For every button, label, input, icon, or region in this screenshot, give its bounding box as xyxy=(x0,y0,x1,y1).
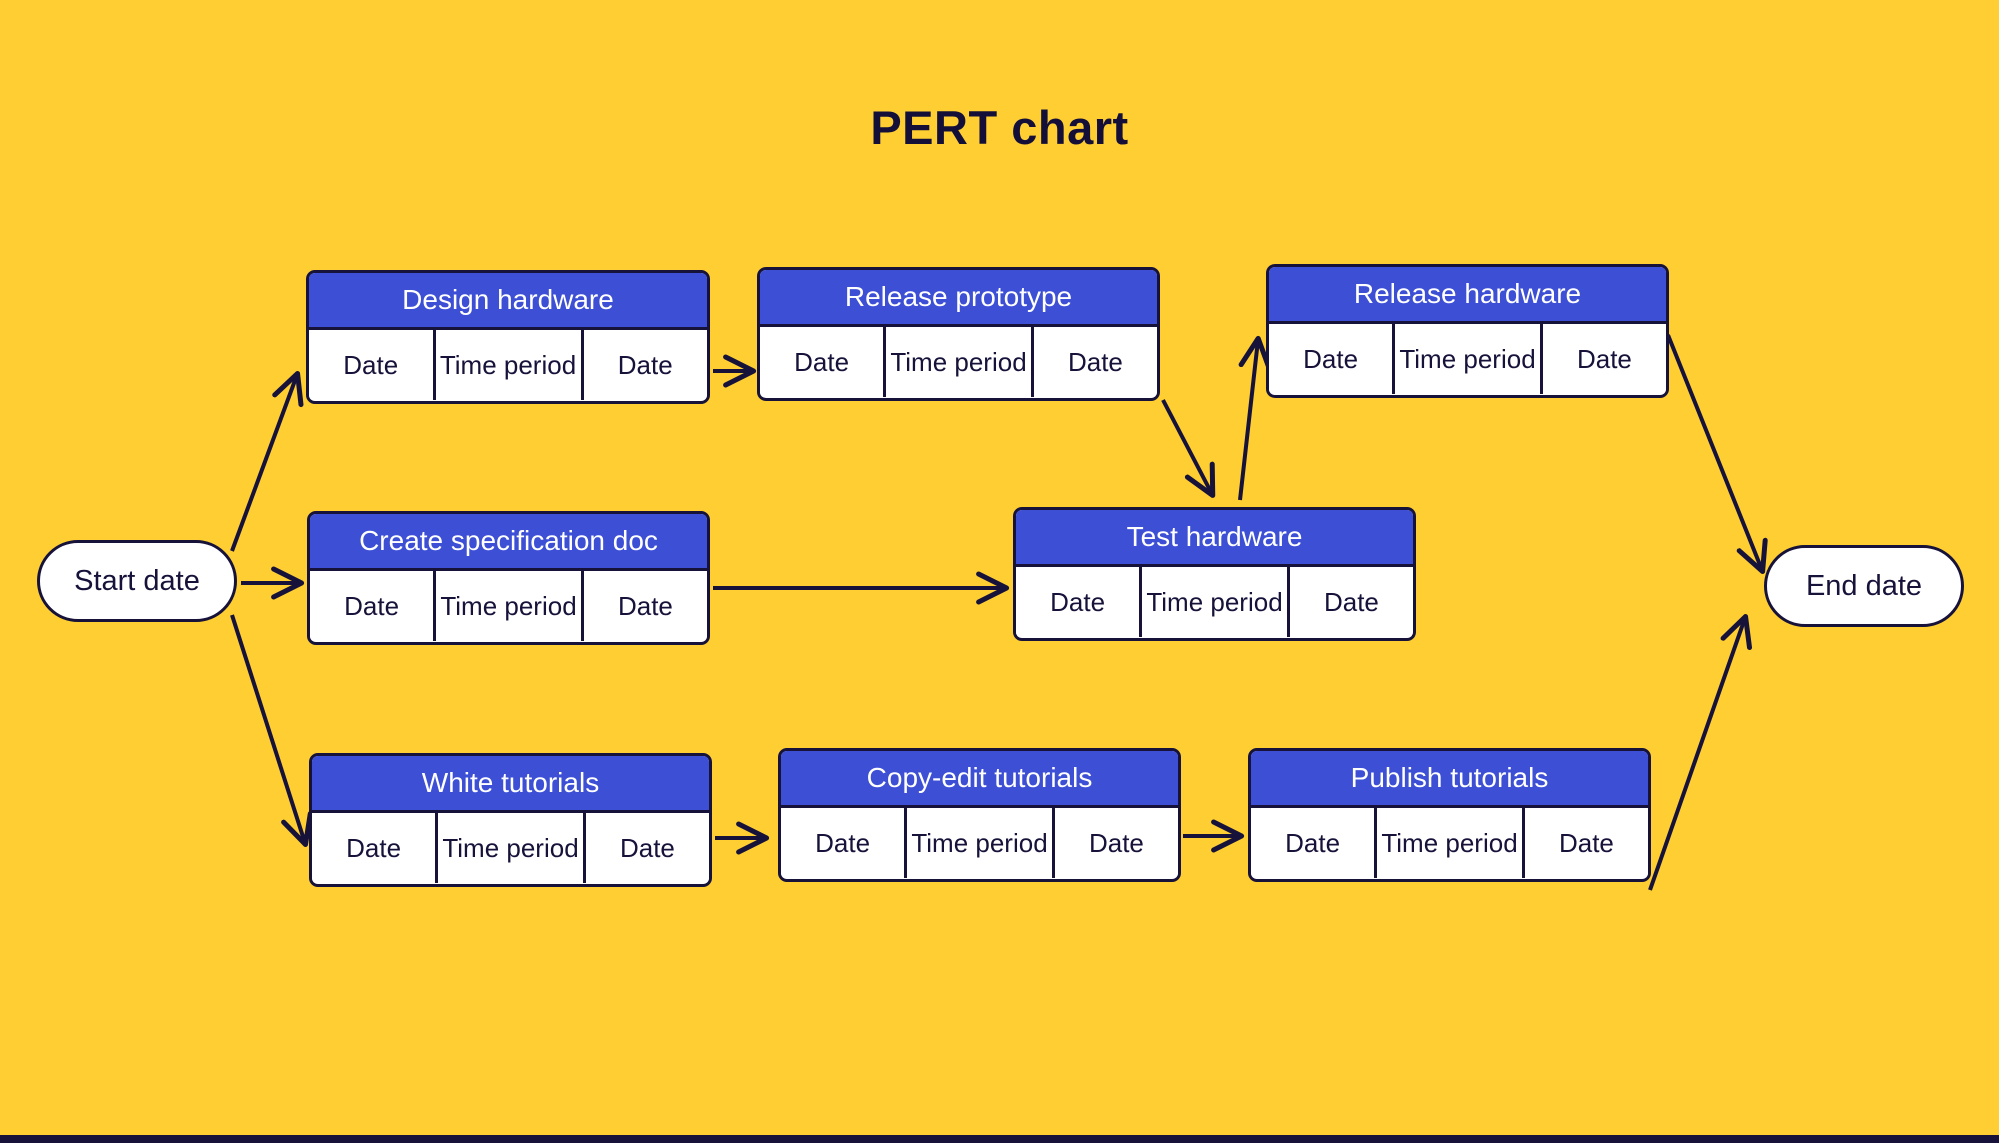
node-publish-tutorials[interactable]: Publish tutorials Date Time period Date xyxy=(1248,748,1651,882)
edge-release-prototype-to-test-hardware xyxy=(1161,399,1212,494)
bottom-border-strip xyxy=(0,1135,1999,1143)
node-create-specification-doc-cells: Date Time period Date xyxy=(310,571,707,641)
node-white-tutorials[interactable]: White tutorials Date Time period Date xyxy=(309,753,712,887)
cell-time-period: Time period xyxy=(438,813,586,883)
cell-end-date: Date xyxy=(1542,324,1666,394)
cell-start-date: Date xyxy=(1269,324,1396,394)
node-design-hardware-cells: Date Time period Date xyxy=(309,330,707,400)
node-publish-tutorials-header: Publish tutorials xyxy=(1251,751,1648,808)
cell-time-period: Time period xyxy=(1377,808,1525,878)
cell-start-date: Date xyxy=(1251,808,1378,878)
node-start-date[interactable]: Start date xyxy=(37,540,237,622)
node-create-specification-doc[interactable]: Create specification doc Date Time perio… xyxy=(307,511,710,645)
cell-end-date: Date xyxy=(1033,327,1157,397)
cell-start-date: Date xyxy=(1016,567,1143,637)
cell-time-period: Time period xyxy=(907,808,1055,878)
node-copy-edit-tutorials-cells: Date Time period Date xyxy=(781,808,1178,878)
node-test-hardware[interactable]: Test hardware Date Time period Date xyxy=(1013,507,1416,641)
cell-time-period: Time period xyxy=(1395,324,1543,394)
cell-start-date: Date xyxy=(309,330,436,400)
cell-start-date: Date xyxy=(312,813,439,883)
node-copy-edit-tutorials[interactable]: Copy-edit tutorials Date Time period Dat… xyxy=(778,748,1181,882)
node-design-hardware[interactable]: Design hardware Date Time period Date xyxy=(306,270,710,404)
edge-start-to-design-hardware xyxy=(230,375,297,552)
node-test-hardware-header: Test hardware xyxy=(1016,510,1413,567)
cell-time-period: Time period xyxy=(435,330,584,400)
node-release-prototype-header: Release prototype xyxy=(760,270,1157,327)
cell-time-period: Time period xyxy=(436,571,584,641)
cell-end-date: Date xyxy=(1289,567,1413,637)
node-release-hardware-header: Release hardware xyxy=(1269,267,1666,324)
cell-end-date: Date xyxy=(1524,808,1648,878)
edge-release-hardware-to-end-date xyxy=(1666,334,1762,570)
cell-time-period: Time period xyxy=(1142,567,1290,637)
node-end-date[interactable]: End date xyxy=(1764,545,1964,627)
node-copy-edit-tutorials-header: Copy-edit tutorials xyxy=(781,751,1178,808)
node-release-hardware[interactable]: Release hardware Date Time period Date xyxy=(1266,264,1669,398)
cell-start-date: Date xyxy=(760,327,887,397)
page-title: PERT chart xyxy=(870,101,1129,154)
node-release-prototype-cells: Date Time period Date xyxy=(760,327,1157,397)
cell-time-period: Time period xyxy=(886,327,1034,397)
node-end-date-label: End date xyxy=(1805,569,1923,602)
node-release-prototype[interactable]: Release prototype Date Time period Date xyxy=(757,267,1160,401)
node-publish-tutorials-cells: Date Time period Date xyxy=(1251,808,1648,878)
node-white-tutorials-header: White tutorials xyxy=(312,756,709,813)
node-release-hardware-cells: Date Time period Date xyxy=(1269,324,1666,394)
node-test-hardware-cells: Date Time period Date xyxy=(1016,567,1413,637)
node-start-date-label: Start date xyxy=(74,564,200,597)
cell-end-date: Date xyxy=(1054,808,1178,878)
cell-start-date: Date xyxy=(781,808,908,878)
edge-publish-tutorials-to-end-date xyxy=(1648,618,1745,891)
cell-end-date: Date xyxy=(585,813,709,883)
cell-start-date: Date xyxy=(310,571,437,641)
node-design-hardware-header: Design hardware xyxy=(309,273,707,330)
cell-end-date: Date xyxy=(583,330,707,400)
cell-end-date: Date xyxy=(583,571,707,641)
edge-start-to-white-tutorials xyxy=(230,614,305,843)
node-create-specification-doc-header: Create specification doc xyxy=(310,514,707,571)
edge-test-hardware-to-release-hardware xyxy=(1238,340,1258,501)
node-white-tutorials-cells: Date Time period Date xyxy=(312,813,709,883)
